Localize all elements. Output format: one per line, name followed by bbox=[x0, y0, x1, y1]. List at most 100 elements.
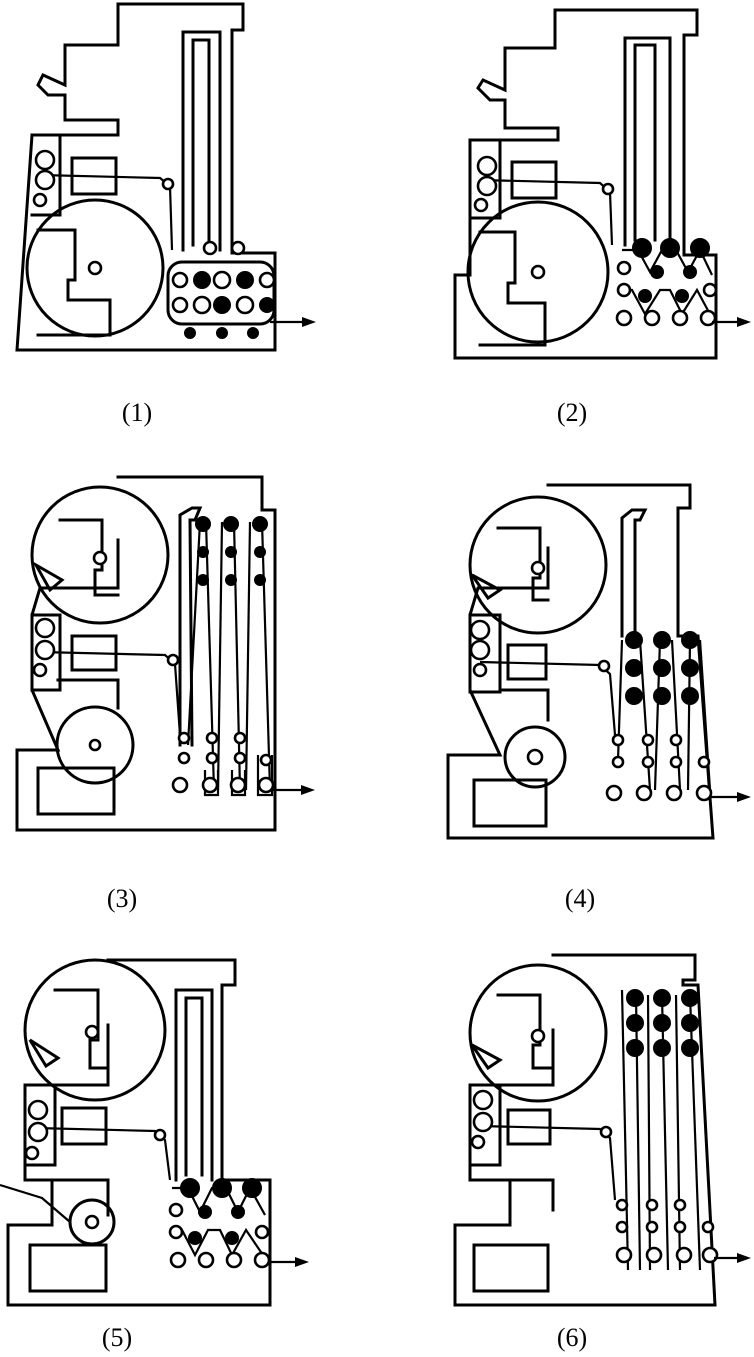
panel-5-stack-roller bbox=[27, 1121, 49, 1143]
panel-1-drum-bracket bbox=[36, 228, 112, 337]
panel-2-exit-arrow-head bbox=[737, 317, 751, 327]
panel-5-tower-inner bbox=[184, 996, 204, 1177]
panel-6-bottom-roller bbox=[615, 1198, 629, 1212]
panel-6-caption: (6) bbox=[556, 1323, 588, 1352]
panel-6-bottom-roller bbox=[701, 1220, 715, 1234]
panel-2-festoon-roller bbox=[702, 282, 718, 298]
panel-5-lower-drum-core bbox=[84, 1214, 100, 1230]
panel-5-festoon-roller bbox=[180, 1178, 200, 1198]
panel-5-upper-drum-axle bbox=[84, 1024, 100, 1040]
panel-2-festoon-roller bbox=[643, 309, 661, 327]
panel-4-top-roller bbox=[625, 631, 643, 649]
panel-3-tray bbox=[256, 755, 274, 797]
panel-6-upper-drum-axle bbox=[530, 1028, 546, 1044]
panel-4-bottom-roller bbox=[665, 784, 683, 802]
panel-4-top-roller bbox=[681, 659, 699, 677]
panel-4-bottom-roller bbox=[641, 755, 655, 769]
panel-5-festoon-roller bbox=[242, 1178, 262, 1198]
panel-1-bottom-roller bbox=[247, 327, 259, 339]
panel-2-stack-roller bbox=[473, 197, 489, 213]
panel-6-diagram bbox=[453, 953, 751, 1307]
panel-2-festoon-roller bbox=[675, 289, 689, 303]
panel-5-festoon-roller bbox=[231, 1205, 245, 1219]
panel-2-drum bbox=[466, 200, 610, 344]
panel-6-bottom-roller bbox=[645, 1246, 663, 1264]
panel-4-bottom-roller bbox=[641, 733, 655, 747]
panel-3-upper-drum bbox=[30, 485, 170, 625]
panel-3-bottom-roller bbox=[205, 751, 219, 765]
panel-5-lower-frame bbox=[50, 1178, 110, 1217]
panel-6-top-roller bbox=[653, 1039, 671, 1057]
panel-3-bottom-roller bbox=[233, 751, 247, 765]
panel-3-festoon-loop bbox=[216, 521, 242, 791]
panel-2-festoon-roller bbox=[699, 309, 717, 327]
panel-5-base-block bbox=[28, 1243, 108, 1293]
panel-5-festoon-roller bbox=[225, 1251, 243, 1269]
panel-3-base-block bbox=[36, 766, 116, 816]
panel-6-top-roller bbox=[626, 1039, 644, 1057]
panel-3-diagram bbox=[15, 475, 315, 832]
panel-2-festoon-roller bbox=[650, 265, 664, 279]
panel-4-roller-stack-frame bbox=[468, 613, 502, 694]
panel-1-diagram bbox=[15, 2, 316, 352]
panel-6-bottom-roller bbox=[673, 1198, 687, 1212]
panel-5-tower-column bbox=[174, 988, 214, 1182]
panel-4-diagram bbox=[446, 483, 751, 840]
panel-5-upper-drum bbox=[23, 958, 167, 1102]
panel-2-tower-inner bbox=[633, 43, 657, 242]
panel-4-bottom-roller bbox=[669, 755, 683, 769]
panel-6-exit-arrow-head bbox=[737, 1253, 751, 1263]
panel-5-diagram bbox=[0, 958, 309, 1307]
panel-2-festoon-roller bbox=[683, 265, 697, 279]
panel-5-feed-web bbox=[0, 1183, 71, 1223]
panel-4-stack-roller bbox=[469, 619, 491, 641]
panel-5-stack-roller bbox=[27, 1099, 49, 1121]
panel-3-stack-roller bbox=[32, 662, 48, 678]
panel-3-festoon-loop bbox=[244, 521, 272, 791]
panel-1-chamber-roller bbox=[171, 271, 189, 289]
panel-4-lower-frame bbox=[498, 688, 550, 722]
panel-1-bottom-roller bbox=[184, 327, 196, 339]
panel-1-chamber-roller bbox=[236, 271, 254, 289]
panel-6-stack-roller bbox=[472, 1111, 494, 1133]
panel-4-caption: (4) bbox=[564, 884, 596, 913]
panel-3-top-roller bbox=[254, 574, 266, 586]
panel-6-top-roller bbox=[681, 1014, 699, 1032]
panel-2-stack-roller bbox=[476, 175, 498, 197]
panel-5-frame bbox=[6, 958, 272, 1307]
panel-5-exit-arrow-head bbox=[295, 1257, 309, 1267]
panel-4-bottom-roller bbox=[611, 733, 625, 747]
panel-4-bottom-roller bbox=[605, 784, 623, 802]
panel-5-festoon-roller bbox=[198, 1205, 212, 1219]
panel-4-frame bbox=[446, 483, 715, 840]
panel-5-festoon-roller bbox=[254, 1224, 270, 1240]
panel-5-festoon-web bbox=[172, 1185, 266, 1259]
panel-2-festoon-roller bbox=[690, 238, 710, 258]
panel-5-festoon-roller bbox=[197, 1251, 215, 1269]
panel-4-bottom-roller bbox=[695, 784, 713, 802]
panel-6-top-roller bbox=[626, 989, 644, 1007]
panel-3-bottom-roller bbox=[201, 776, 219, 794]
panel-3-festoon-loop bbox=[186, 521, 216, 791]
panel-1-bottom-roller bbox=[216, 327, 228, 339]
panel-1-stack-roller bbox=[34, 169, 56, 191]
panel-6-top-roller bbox=[653, 989, 671, 1007]
panel-5-upper-drum-blade bbox=[28, 1038, 61, 1069]
panel-4-guide-roller bbox=[597, 659, 611, 673]
panel-4-stack-roller bbox=[469, 639, 491, 661]
panel-1-guide-roller bbox=[202, 240, 218, 256]
panel-3-top-roller bbox=[223, 516, 239, 532]
panel-1-chamber-roller bbox=[235, 295, 255, 315]
panel-3-stack-roller bbox=[34, 617, 56, 639]
panel-1-stack-roller bbox=[32, 192, 48, 208]
panel-5-festoon-roller bbox=[212, 1178, 232, 1198]
panel-3-lower-frame bbox=[56, 678, 120, 710]
panel-6-stack-roller bbox=[470, 1134, 486, 1150]
panel-2-diagram bbox=[453, 8, 751, 360]
panel-4-bottom-roller bbox=[635, 784, 653, 802]
panel-1-guide-roller bbox=[161, 177, 175, 191]
panel-4-bottom-roller bbox=[611, 755, 625, 769]
panel-2-festoon-roller bbox=[632, 238, 652, 258]
panel-6-bottom-roller bbox=[615, 1246, 633, 1264]
